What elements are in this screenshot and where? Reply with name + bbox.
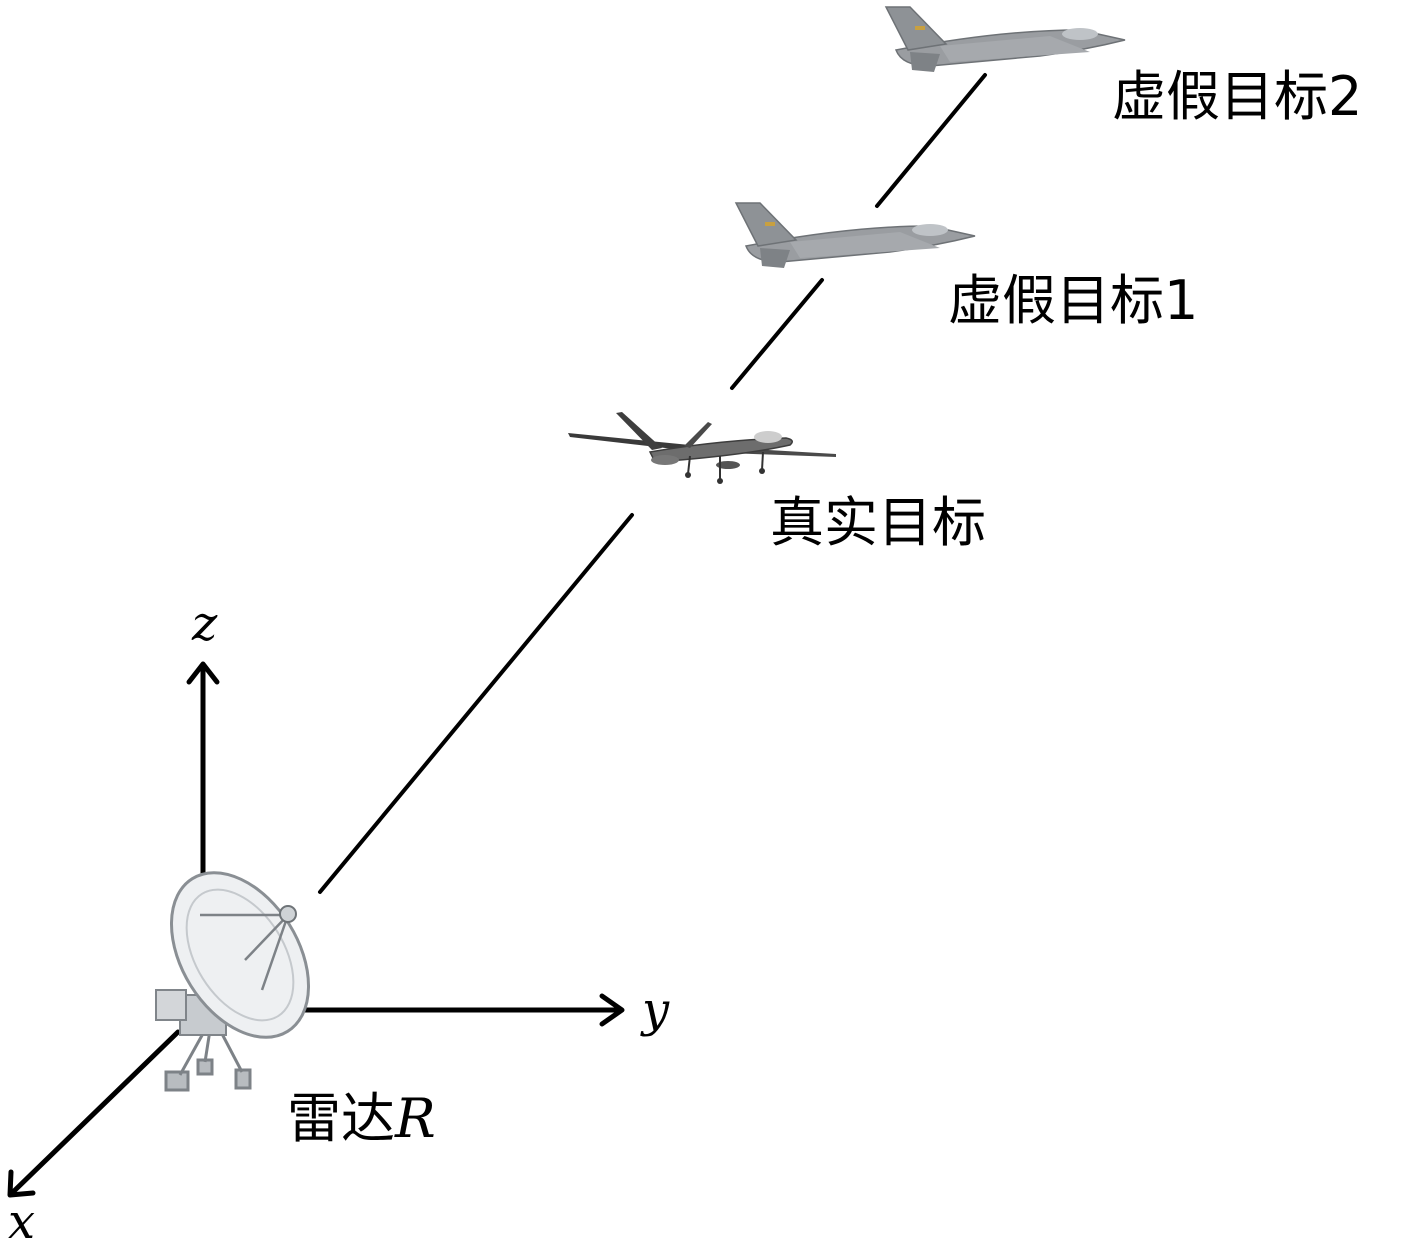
radar-symbol: R	[395, 1087, 436, 1150]
real-target-label: 真实目标	[770, 491, 986, 554]
x-axis-arrowhead	[7, 1169, 36, 1198]
line-of-sight	[318, 73, 987, 894]
x-axis-label: x	[8, 1194, 36, 1250]
radar-label-text: 雷达	[287, 1087, 395, 1150]
false-target-2-label: 虚假目标2	[1112, 65, 1363, 128]
radar-dish-icon	[155, 871, 311, 1092]
x-axis	[9, 1029, 181, 1196]
radar-to-real-target-line	[318, 513, 634, 894]
z-axis-label: z	[192, 596, 218, 652]
radar-label: 雷达R	[287, 1092, 436, 1146]
y-axis-label: y	[642, 982, 670, 1038]
real-to-false-target-1-line	[730, 278, 824, 390]
y-axis-arrowhead	[599, 993, 625, 1027]
fighter-jet-icon	[734, 202, 976, 268]
fighter-jet-icon	[884, 6, 1126, 72]
coordinate-axes	[7, 661, 625, 1198]
z-axis-arrowhead	[186, 661, 220, 685]
drone-icon	[568, 412, 836, 484]
false-target-1-label: 虚假目标1	[948, 269, 1199, 332]
false-target-1-to-2-line	[875, 73, 987, 208]
